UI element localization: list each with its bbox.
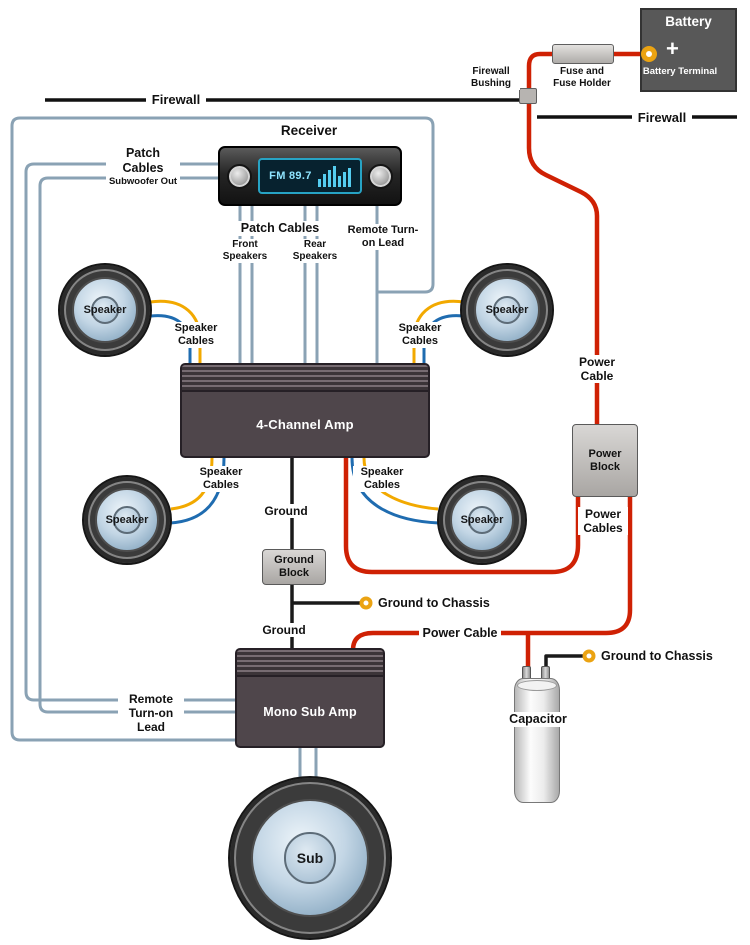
subwoofer-patch-cable-2 xyxy=(38,176,236,714)
power-cable-main xyxy=(526,51,600,424)
power-cable-label: Power Cable xyxy=(419,626,501,641)
power-cable-to-4ch-amp xyxy=(343,458,581,575)
bar xyxy=(332,166,336,187)
ground-label: Ground xyxy=(258,623,310,638)
fuse-holder xyxy=(552,44,614,64)
speaker-dust-cap xyxy=(90,295,120,325)
remote-turnon-label-bottom: Remote Turn-on Lead xyxy=(118,692,184,735)
receiver: FM 89.7 xyxy=(218,146,402,206)
speaker-label: Speaker xyxy=(105,514,149,526)
rear-speakers-label: Rear Speakers xyxy=(284,239,346,263)
speaker-cables-label: Speaker Cables xyxy=(391,322,449,348)
firewall-label-left: Firewall xyxy=(146,92,206,108)
bar xyxy=(347,168,351,187)
receiver-title: Receiver xyxy=(280,123,338,138)
amp-label: Mono Sub Amp xyxy=(263,704,357,719)
power-cable-label: Power Cable xyxy=(572,355,622,384)
chassis-ring-terminal-1 xyxy=(359,596,373,610)
speaker-label: Speaker xyxy=(460,514,504,526)
speaker-cables-label: Speaker Cables xyxy=(192,466,250,492)
receiver-display: FM 89.7 xyxy=(258,158,362,194)
remote-turnon-loop-wire xyxy=(10,116,435,742)
amp-heatsink-fins xyxy=(237,650,383,677)
chassis-ring-terminal-2 xyxy=(582,649,596,663)
speaker-cables-label: Speaker Cables xyxy=(167,322,225,348)
capacitor-label: Capacitor xyxy=(497,712,579,727)
battery-ring-terminal xyxy=(641,46,657,62)
ground-to-chassis-label: Ground to Chassis xyxy=(601,649,746,664)
front-speakers-label: Front Speakers xyxy=(213,239,277,263)
ground-wire-to-chassis-2 xyxy=(544,654,584,668)
ground-to-chassis-label: Ground to Chassis xyxy=(378,596,528,611)
mono-sub-amp: Mono Sub Amp xyxy=(235,648,385,748)
patch-cables-label: Patch Cables xyxy=(122,146,164,175)
subwoofer-patch-cable-1 xyxy=(24,162,236,702)
front-right-speaker: Speaker xyxy=(460,263,554,357)
battery-label: Battery xyxy=(665,14,712,29)
speaker-dust-cap xyxy=(468,506,496,534)
speaker-dust-cap xyxy=(284,832,336,884)
bar xyxy=(322,174,326,187)
front-left-speaker: Speaker xyxy=(58,263,152,357)
bar xyxy=(317,179,321,187)
four-channel-amp: 4-Channel Amp xyxy=(180,363,430,458)
speaker-label: Speaker xyxy=(485,304,529,316)
bar xyxy=(342,172,346,187)
rear-right-speaker: Speaker xyxy=(437,475,527,565)
radio-frequency: FM 89.7 xyxy=(269,170,312,182)
power-block: Power Block xyxy=(572,424,638,497)
firewall-bushing-label: Firewall Bushing xyxy=(462,66,520,90)
remote-turnon-label-top: Remote Turn-on Lead xyxy=(347,224,419,250)
speaker-cables-label: Speaker Cables xyxy=(353,466,411,492)
power-block-label: Power Block xyxy=(588,447,622,473)
amp-label: 4-Channel Amp xyxy=(256,416,354,432)
subwoofer: Sub xyxy=(228,776,392,940)
ground-block-label: Ground Block xyxy=(274,554,314,579)
sub-label: Sub xyxy=(296,850,324,866)
speaker-cone xyxy=(450,488,514,552)
tuning-knob-icon xyxy=(368,163,393,189)
bar xyxy=(337,176,341,187)
fuse-holder-label: Fuse and Fuse Holder xyxy=(550,66,614,90)
volume-knob-icon xyxy=(227,163,252,189)
patch-cables-label: Patch Cables xyxy=(230,221,330,236)
amp-heatsink-fins xyxy=(182,365,428,392)
bar xyxy=(327,170,331,187)
speaker-dust-cap xyxy=(113,506,141,534)
battery-plus-sign: + xyxy=(666,36,679,61)
firewall-label-right: Firewall xyxy=(632,110,692,126)
speaker-dust-cap xyxy=(492,295,522,325)
subwoofer-out-label: Subwoofer Out xyxy=(108,175,178,187)
firewall-bushing xyxy=(519,88,537,104)
signal-bars-icon xyxy=(317,165,351,187)
power-cables-label: Power Cables xyxy=(578,507,628,536)
rear-left-speaker: Speaker xyxy=(82,475,172,565)
battery-terminal-label: Battery Terminal xyxy=(642,66,718,77)
capacitor xyxy=(514,678,560,803)
subwoofer-out-label-group: Patch Cables Subwoofer Out xyxy=(106,146,180,187)
ground-block: Ground Block xyxy=(262,549,326,585)
ground-label: Ground xyxy=(260,504,312,519)
speaker-label: Speaker xyxy=(83,304,127,316)
